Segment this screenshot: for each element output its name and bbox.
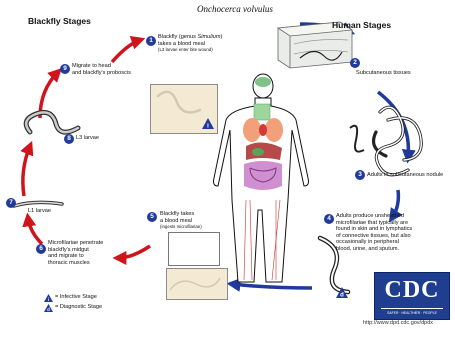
header-blackfly-stages: Blackfly Stages bbox=[28, 16, 91, 26]
cdc-logo-tagline: SAFER · HEALTHIER · PEOPLE bbox=[375, 311, 449, 315]
step-4-line: microfilariae that typically are bbox=[336, 220, 408, 226]
step-5-badge: 5 bbox=[147, 212, 157, 222]
panel-ingested-microfilaria bbox=[166, 268, 228, 300]
cdc-logo: CDC SAFER · HEALTHIER · PEOPLE bbox=[374, 272, 450, 320]
step-3-badge: 3 bbox=[355, 170, 365, 180]
diagram-title: Onchocerca volvulus bbox=[160, 4, 310, 14]
cdc-logo-letters: CDC bbox=[375, 277, 449, 304]
arrow-4-to-5 bbox=[232, 284, 312, 288]
step-4-line: found in skin and in lymphatics bbox=[336, 226, 412, 232]
step-3-label: Adults in subcutaneous nodule bbox=[367, 172, 453, 179]
step-1-text-a-end: ) bbox=[221, 34, 223, 40]
cdc-logo-rule bbox=[381, 308, 443, 309]
step-4-line: occasionally in peripheral bbox=[336, 239, 399, 245]
step-9-line: and blackfly's proboscis bbox=[72, 70, 131, 76]
step-6-line: thoracic muscles bbox=[48, 260, 90, 266]
step-7-badge: 7 bbox=[6, 198, 16, 208]
step-8-label: L3 larvae bbox=[76, 135, 99, 142]
step-4-badge: 4 bbox=[324, 214, 334, 224]
step-1-genus: Simulium bbox=[198, 34, 221, 40]
legend-infective-text: = Infective Stage bbox=[55, 294, 97, 300]
step-6-label: Microfilariae penetrate blackfly's midgu… bbox=[48, 240, 128, 266]
arrow-7-to-8 bbox=[23, 146, 30, 196]
step-1-label: Blackfly (genus Simulium) takes a blood … bbox=[158, 34, 288, 54]
step-6-line: blackfly's midgut bbox=[48, 247, 89, 253]
step-9-line: Migrate to head bbox=[72, 63, 111, 69]
step-5-line: Blackfly takes bbox=[160, 211, 194, 217]
step-6-badge: 6 bbox=[36, 244, 46, 254]
brain-shape bbox=[255, 77, 271, 87]
step-1-text-c: (L3 larvae enter bite wound) bbox=[158, 47, 213, 52]
l3-larva bbox=[26, 112, 78, 132]
panel-blackfly-bite bbox=[170, 50, 218, 82]
step-6-line: and migrate to bbox=[48, 253, 84, 259]
legend-infective-icon: i bbox=[44, 294, 53, 302]
header-human-stages: Human Stages bbox=[332, 20, 391, 30]
step-7-label: L1 larvae bbox=[28, 208, 51, 215]
step-6-line: Microfilariae penetrate bbox=[48, 240, 103, 246]
step-4-label: Adults produce unsheathed microfilariae … bbox=[336, 213, 454, 253]
svg-text:i: i bbox=[48, 297, 49, 302]
step-2-badge: 2 bbox=[350, 58, 360, 68]
panel-blackfly-feeding bbox=[168, 232, 220, 266]
step-1-text-a: Blackfly (genus bbox=[158, 34, 196, 40]
l1-larva bbox=[14, 202, 62, 206]
step-4-line: blood, urine, and sputum. bbox=[336, 246, 399, 252]
step-4-line: of connective tissues, but also bbox=[336, 233, 411, 239]
step-5-sub: (ingests microfilariae) bbox=[160, 224, 202, 229]
arrow-6-to-7 bbox=[28, 218, 42, 244]
svg-text:d: d bbox=[47, 307, 50, 312]
step-2-label: Subcutaneous tissues bbox=[356, 70, 446, 77]
infective-stage-marker: i bbox=[202, 118, 214, 129]
step-5-line: a blood meal bbox=[160, 218, 192, 224]
legend-diagnostic-icon: d bbox=[44, 304, 53, 312]
arrow-9-to-1 bbox=[112, 40, 140, 62]
step-9-label: Migrate to head and blackfly's proboscis bbox=[72, 63, 152, 76]
legend-diagnostic-text: = Diagnostic Stage bbox=[55, 304, 102, 310]
source-url[interactable]: http://www.dpd.cdc.gov/dpdx bbox=[363, 320, 433, 326]
step-9-badge: 9 bbox=[60, 64, 70, 74]
diagnostic-mark: d bbox=[340, 293, 344, 299]
step-1-badge: 1 bbox=[146, 36, 156, 46]
step-5-label: Blackfly takes a blood meal (ingests mic… bbox=[160, 211, 230, 231]
step-8-badge: 8 bbox=[64, 134, 74, 144]
diagnostic-stage-marker: d bbox=[336, 287, 348, 298]
step-1-text-b: takes a blood meal bbox=[158, 41, 205, 47]
step-4-line: Adults produce unsheathed bbox=[336, 213, 404, 219]
